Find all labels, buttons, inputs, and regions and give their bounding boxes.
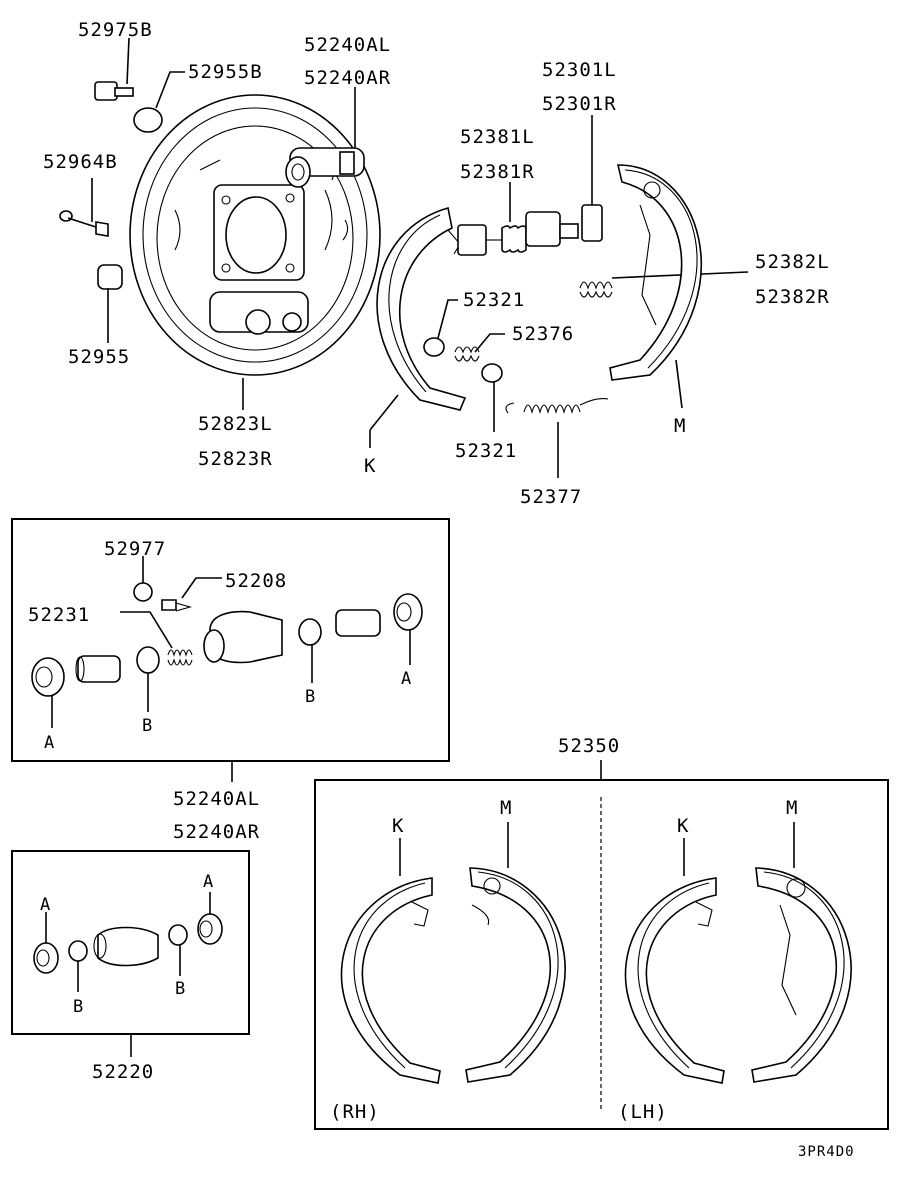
repair-kit-parts	[33, 892, 223, 1057]
hole-plug	[97, 264, 123, 343]
label-kit-a-left: A	[40, 895, 50, 915]
return-spring	[505, 398, 609, 478]
label-52977: 52977	[104, 538, 166, 560]
mounting-bolt	[59, 178, 109, 237]
brake-shoe-k	[369, 206, 467, 448]
label-52321-upper: 52321	[463, 289, 525, 311]
label-52350: 52350	[558, 735, 620, 757]
label-a-right: A	[401, 669, 411, 689]
label-lh-m: M	[786, 797, 798, 819]
label-52823R: 52823R	[198, 448, 273, 470]
label-52377: 52377	[520, 486, 582, 508]
shoe-rh-m	[465, 822, 566, 1083]
label-kit-a-right: A	[203, 872, 213, 892]
bleeder-cap	[133, 71, 185, 133]
label-52975B: 52975B	[78, 19, 153, 41]
hold-down-cup-upper	[423, 299, 458, 357]
label-lh-k: K	[677, 815, 689, 837]
adjuster-lever	[581, 115, 603, 242]
label-52381R: 52381R	[460, 161, 535, 183]
label-rh: (RH)	[330, 1101, 380, 1123]
figure-code: 3PR4D0	[798, 1144, 855, 1160]
label-52301R: 52301R	[542, 93, 617, 115]
label-rh-k: K	[392, 815, 404, 837]
wheel-cylinder-box	[11, 518, 450, 762]
wheel-cylinder-parts	[31, 556, 423, 782]
label-52381L: 52381L	[460, 126, 535, 148]
label-52382R: 52382R	[755, 286, 830, 308]
backing-plate-assembly	[129, 94, 381, 376]
label-a-left: A	[44, 733, 54, 753]
label-kit-b-left: B	[73, 997, 83, 1017]
hold-down-spring	[454, 333, 505, 362]
label-52220: 52220	[92, 1061, 154, 1083]
label-52240AR: 52240AR	[173, 821, 260, 843]
label-52240AL: 52240AL	[173, 788, 260, 810]
label-52231: 52231	[28, 604, 90, 626]
shoe-rh-k	[340, 838, 441, 1084]
label-kit-b-right: B	[175, 979, 185, 999]
label-52376: 52376	[512, 323, 574, 345]
label-b-left: B	[142, 716, 152, 736]
adjuster-assembly	[457, 182, 579, 256]
label-shoe-m-top: M	[674, 415, 686, 437]
label-lh: (LH)	[618, 1101, 668, 1123]
shoe-lh-k	[624, 838, 725, 1084]
label-52382L: 52382L	[755, 251, 830, 273]
label-52823L: 52823L	[198, 413, 273, 435]
label-b-right: B	[305, 687, 315, 707]
brake-shoe-m	[609, 164, 702, 409]
label-52301L: 52301L	[542, 59, 617, 81]
label-52208: 52208	[225, 570, 287, 592]
label-52955: 52955	[68, 346, 130, 368]
label-52955B: 52955B	[188, 61, 263, 83]
label-shoe-k-top: K	[364, 455, 376, 477]
hold-down-cup-lower	[481, 363, 503, 432]
label-52964B: 52964B	[43, 151, 118, 173]
adjuster-spring	[579, 271, 749, 298]
bleeder-screw	[94, 37, 134, 101]
label-52240AL-top: 52240AL	[304, 34, 391, 56]
label-52321-lower: 52321	[455, 440, 517, 462]
label-52240AR-top: 52240AR	[304, 67, 391, 89]
shoe-lh-m	[751, 822, 852, 1083]
label-rh-m: M	[500, 797, 512, 819]
shoe-set-box	[314, 779, 889, 1130]
